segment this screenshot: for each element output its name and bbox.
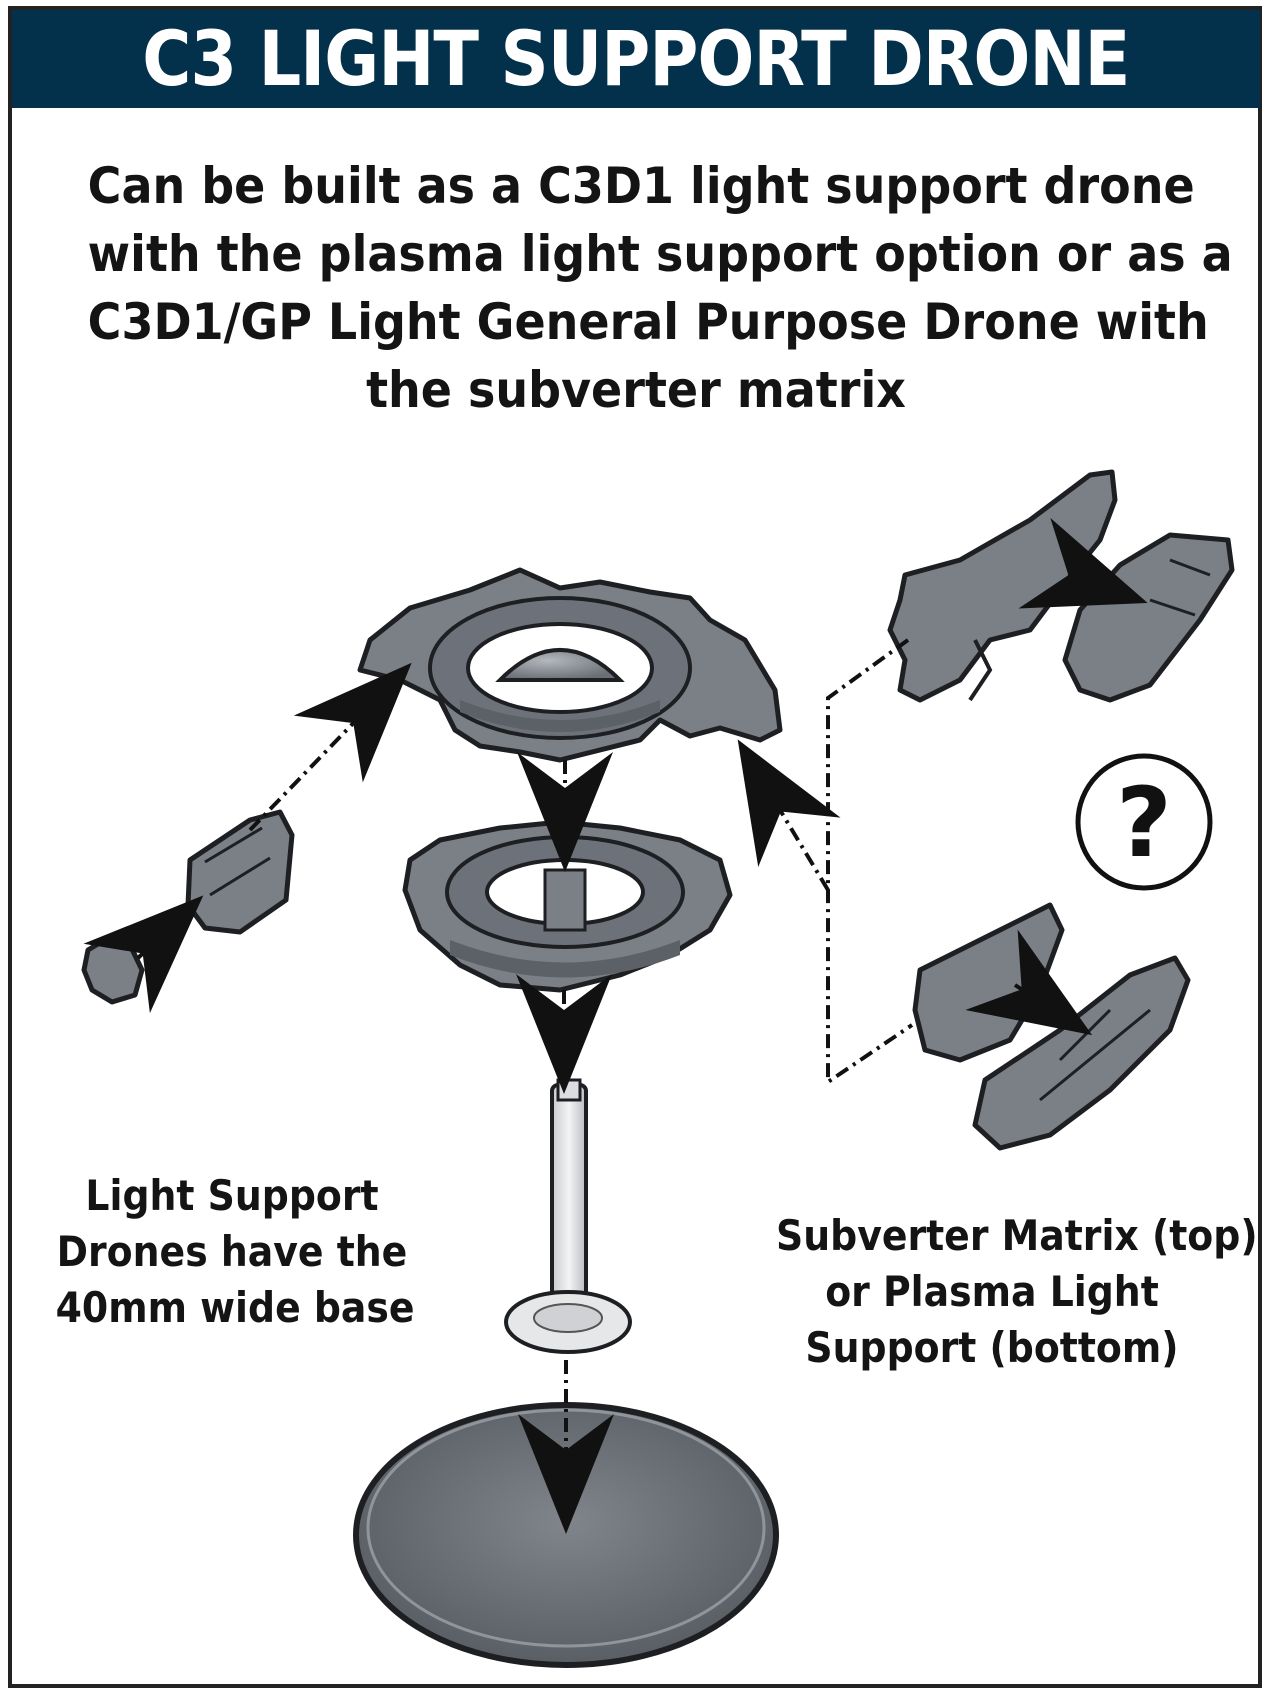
base-note-line: 40mm wide base: [55, 1283, 415, 1332]
intro-text: Can be built as a C3D1 light support dro…: [40, 152, 1233, 424]
base-note: Light Support Drones have the 40mm wide …: [36, 1168, 428, 1336]
options-note-line: or Plasma Light: [825, 1267, 1159, 1316]
arrow-thruster-to-shell: [248, 662, 412, 832]
base-note-line: Drones have the: [56, 1227, 408, 1276]
subverter-matrix-cap: [1062, 532, 1235, 703]
intro-line: Can be built as a C3D1 light support dro…: [87, 157, 1195, 215]
options-note: Subverter Matrix (top) or Plasma Light S…: [752, 1208, 1258, 1376]
arrow-subverter-cap: [1018, 517, 1148, 609]
plasma-support-barrel: [972, 955, 1191, 1151]
assembly-arrows: [83, 517, 1148, 1534]
drone-top-shell: [357, 567, 783, 763]
thruster-nozzle-part: [81, 935, 145, 1005]
plasma-support-part: [912, 902, 1065, 1063]
arrow-nozzle-to-thruster: [83, 895, 204, 1014]
arrow-plasma-barrel: [965, 929, 1093, 1036]
options-note-line: Support (bottom): [805, 1323, 1179, 1372]
intro-line: with the plasma light support option or …: [87, 225, 1233, 283]
option-bracket: [826, 638, 914, 1086]
thruster-part: [185, 809, 295, 935]
intro-line: C3D1/GP Light General Purpose Drone with: [87, 293, 1209, 351]
page-title: C3 LIGHT SUPPORT DRONE: [142, 14, 1130, 103]
title-banner: C3 LIGHT SUPPORT DRONE: [12, 10, 1260, 108]
options-note-line: Subverter Matrix (top): [776, 1211, 1258, 1260]
question-mark: ?: [1116, 767, 1172, 879]
base-note-line: Light Support: [85, 1171, 379, 1220]
round-base: [353, 1402, 779, 1668]
flying-stand: [504, 1078, 632, 1354]
question-circle-icon: ?: [1075, 753, 1213, 891]
drone-bottom-ring: [402, 819, 733, 993]
intro-line: the subverter matrix: [366, 361, 906, 419]
arrow-options-to-shell: [737, 739, 841, 892]
